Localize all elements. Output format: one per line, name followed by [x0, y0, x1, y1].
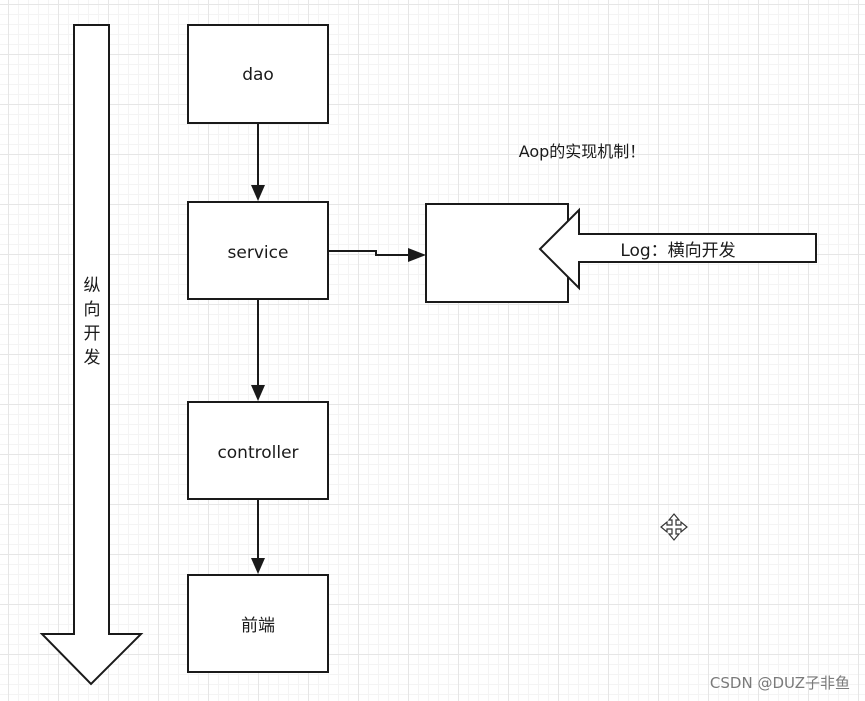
controller-label: controller — [217, 443, 298, 463]
service-to-controller-arrowhead — [251, 385, 265, 401]
vertical-development-arrow — [39, 24, 144, 686]
service-label: service — [228, 243, 289, 263]
service-to-aspect-arrowhead — [408, 248, 426, 262]
service-to-aspect-line — [328, 250, 410, 256]
frontend-label: 前端 — [241, 616, 275, 636]
csdn-watermark: CSDN @DUZ子非鱼 — [710, 674, 850, 692]
vertical-label-char-3: 开 — [84, 324, 101, 344]
dao-label: dao — [242, 65, 274, 85]
frontend-box[interactable] — [187, 574, 329, 673]
vertical-label-char-2: 向 — [84, 300, 101, 320]
vertical-label-char-1: 纵 — [84, 276, 101, 296]
log-horizontal-label: Log：横向开发 — [620, 241, 735, 261]
vertical-label-char-4: 发 — [84, 348, 101, 368]
log-horizontal-arrow — [538, 207, 817, 291]
dao-to-service-arrowhead — [251, 185, 265, 201]
aop-title: Aop的实现机制！ — [519, 142, 646, 161]
move-cursor-icon — [660, 513, 688, 541]
controller-to-frontend-arrowhead — [251, 558, 265, 574]
